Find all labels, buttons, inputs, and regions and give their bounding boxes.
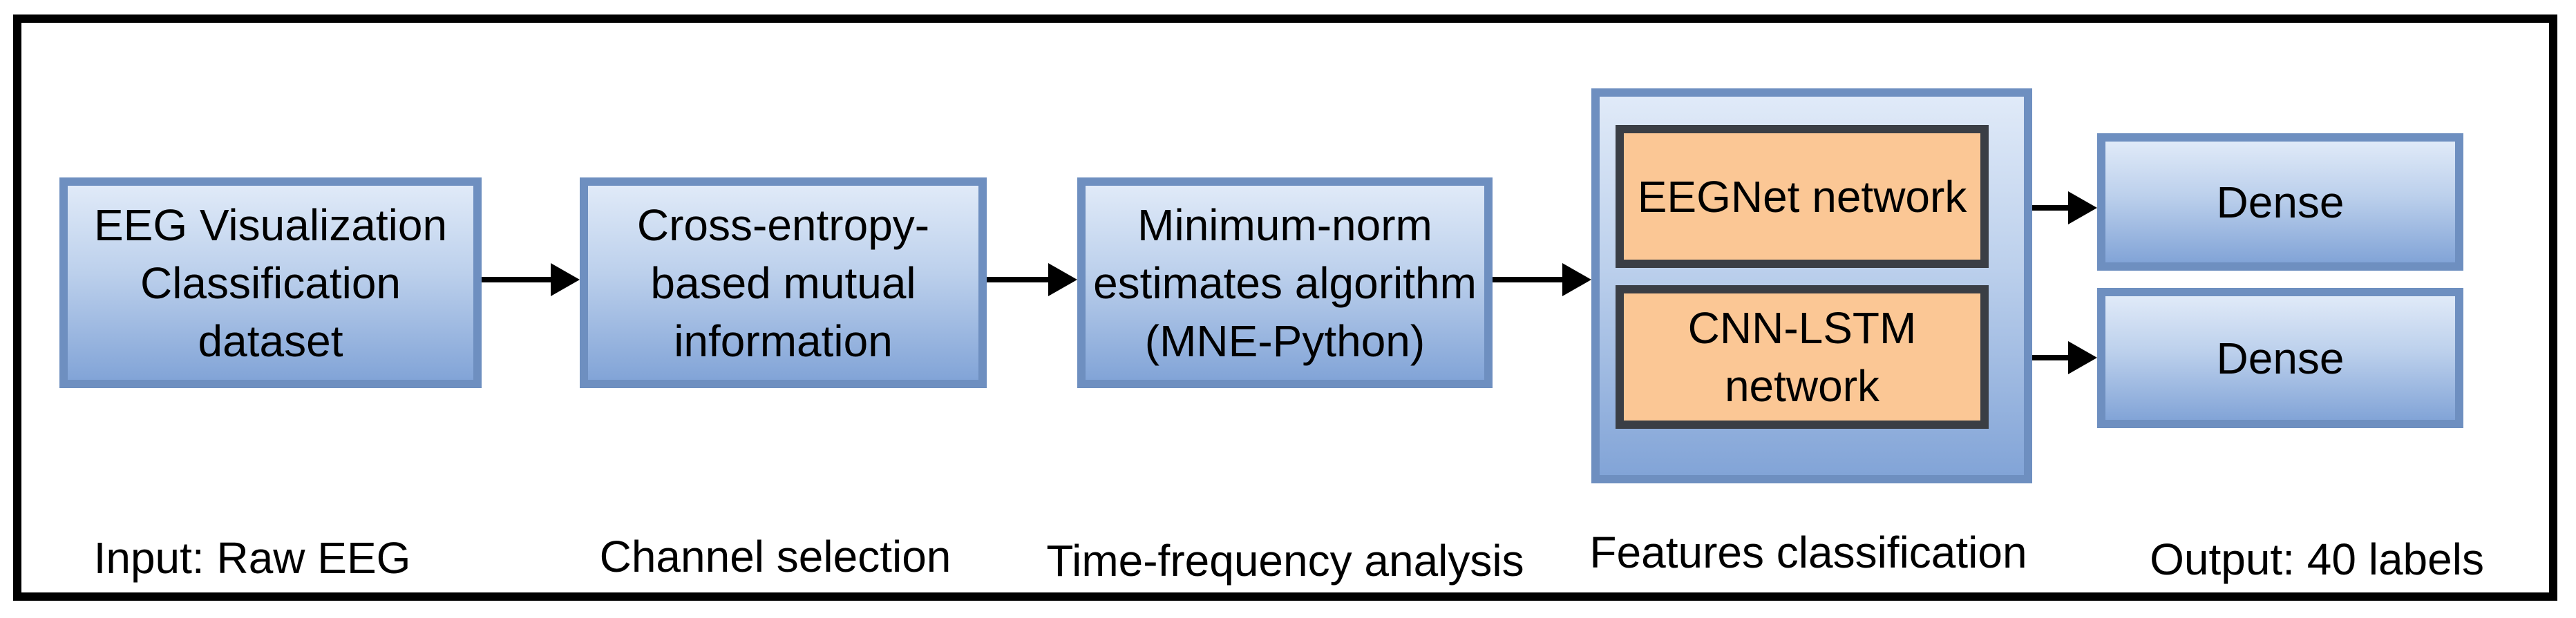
arrow-shaft <box>1493 277 1562 282</box>
flow-arrow-2 <box>987 263 1077 296</box>
arrowhead-icon <box>551 263 580 296</box>
stage-label-features-classification: Features classification <box>1589 528 2027 577</box>
node-label-line: EEG Visualization <box>93 200 448 250</box>
node-label-line: network <box>1724 361 1880 411</box>
arrow-shaft <box>987 277 1048 282</box>
stage-label-channel-selection: Channel selection <box>599 532 951 581</box>
node-dense-bottom: Dense <box>2097 288 2463 428</box>
node-eegnet: EEGNet network <box>1616 125 1989 268</box>
flow-arrow-1 <box>482 263 580 296</box>
arrowhead-icon <box>1048 263 1077 296</box>
node-label-line: information <box>674 316 893 366</box>
flow-arrow-5 <box>2032 341 2097 374</box>
stage-label-output: Output: 40 labels <box>2150 534 2484 584</box>
flow-arrow-3 <box>1493 263 1591 296</box>
node-cnn-lstm: CNN-LSTM network <box>1616 285 1989 429</box>
arrow-shaft <box>2032 355 2068 360</box>
arrow-shaft <box>482 277 551 282</box>
stage-label-time-frequency: Time-frequency analysis <box>1046 536 1524 586</box>
node-label-line: Cross-entropy- <box>636 200 930 250</box>
node-label-line: CNN-LSTM <box>1687 303 1917 353</box>
arrowhead-icon <box>2068 341 2097 374</box>
diagram-frame <box>13 15 2557 601</box>
node-label-line: Dense <box>2216 177 2345 227</box>
node-label-line: Classification <box>140 258 401 308</box>
stage-label-input: Input: Raw EEG <box>93 533 411 583</box>
arrowhead-icon <box>2068 191 2097 224</box>
node-label-line: Minimum-norm <box>1137 200 1432 250</box>
node-mutual-info: Cross-entropy- based mutual information <box>580 177 987 388</box>
node-label-line: EEGNet network <box>1637 171 1967 222</box>
flow-arrow-4 <box>2032 191 2097 224</box>
node-dataset: EEG Visualization Classification dataset <box>59 177 482 388</box>
arrowhead-icon <box>1562 263 1591 296</box>
node-label-line: Dense <box>2216 333 2345 383</box>
node-dense-top: Dense <box>2097 133 2463 271</box>
node-label-line: estimates algorithm <box>1093 258 1477 308</box>
arrow-shaft <box>2032 205 2068 211</box>
node-label-line: based mutual <box>650 258 916 308</box>
node-classifier-group: EEGNet network CNN-LSTM network <box>1591 88 2032 483</box>
node-label-line: (MNE-Python) <box>1144 316 1426 366</box>
node-mne: Minimum-norm estimates algorithm (MNE-Py… <box>1077 177 1493 388</box>
node-label-line: dataset <box>198 316 343 366</box>
